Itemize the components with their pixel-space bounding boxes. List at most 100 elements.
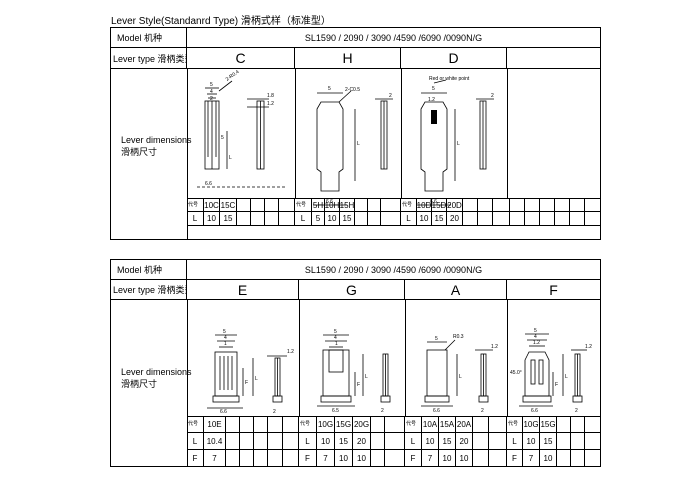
dim-d-3: L: [457, 141, 460, 147]
l-value: 20: [456, 433, 473, 450]
dim-f-6: F: [555, 382, 558, 388]
dim-g-5: L: [365, 374, 368, 380]
code-cell: 10D: [417, 199, 432, 212]
code-cell: 10G: [523, 417, 540, 433]
dim-c-8: 1.2: [267, 101, 274, 107]
row-l-label: L: [299, 433, 317, 450]
dim-g-7: 2: [381, 408, 384, 414]
dim-g-4: F: [357, 382, 360, 388]
lever-h-drawing: 5 2-C0.5 L 2 6.6: [313, 86, 393, 206]
dim-c-2: 4: [210, 89, 213, 95]
dim-a-1: 5: [435, 336, 438, 342]
row-l-label: L: [187, 212, 204, 226]
model-row: Model 机种 SL1590 / 2090 / 3090 /4590 /609…: [111, 260, 600, 280]
f-value: 10: [456, 450, 473, 467]
dim-e-7: 6.6: [220, 409, 227, 415]
code-cell: 10A: [422, 417, 439, 433]
f-value: 10: [353, 450, 371, 467]
dim-c-3: 2: [210, 96, 213, 102]
dim-c-5: 5: [221, 135, 224, 141]
l-value: 20: [447, 212, 463, 226]
lever-c-drawing: 5 4 2 2-R0.4 5 L 1.8 1.2 6.6: [197, 69, 287, 188]
type-e-header: E: [187, 280, 299, 299]
dim-h-1: 5: [328, 86, 331, 92]
corner-cell: 代号: [187, 417, 204, 433]
code-cell: 20D: [447, 199, 463, 212]
lever-f-drawing: 5 4 1.2 1.2 45.0° F L 6.6 2: [510, 328, 592, 414]
lever-d-drawing: Red or white point 5 1.2 L 2 6.6: [417, 76, 494, 206]
l-value: 10: [422, 433, 439, 450]
code-cell: 10G: [317, 417, 335, 433]
dim-d-4: 2: [491, 93, 494, 99]
dim-a-5: 6.6: [433, 408, 440, 414]
dim-c-7: 1.8: [267, 93, 274, 99]
code-cell: 15A: [439, 417, 456, 433]
model-label: Model 机种: [111, 28, 187, 47]
dim-c-1: 5: [210, 82, 213, 88]
dim-f-4: 1.2: [585, 344, 592, 350]
l-value: 5: [312, 212, 325, 226]
l-value: 10: [523, 433, 540, 450]
dim-f-5: 45.0°: [510, 370, 522, 376]
f-value: 7: [523, 450, 540, 467]
dim-a-3: 1.2: [491, 344, 498, 350]
code-cell: 15G: [540, 417, 557, 433]
model-value: SL1590 / 2090 / 3090 /4590 /6090 /0090N/…: [304, 264, 483, 275]
dim-c-6: L: [229, 155, 232, 161]
row-l-label: L: [401, 212, 417, 226]
l-value: 10: [317, 433, 335, 450]
dim-e-1: 5: [223, 329, 226, 335]
dim-h-3: L: [357, 141, 360, 147]
row-l-label: L: [295, 212, 312, 226]
dim-f-7: L: [565, 374, 568, 380]
lever-type-row: Lever type 滑柄类型 C H D: [111, 48, 600, 69]
code-cell: 15H: [340, 199, 355, 212]
code-cell: 15G: [335, 417, 353, 433]
type-f-header: F: [549, 281, 558, 298]
corner-cell: 代号: [401, 199, 417, 212]
dim-d-1: 5: [432, 86, 435, 92]
code-cell: 10E: [204, 417, 226, 433]
row-f-label: F: [405, 450, 422, 467]
dim-e-8: 2: [273, 409, 276, 415]
corner-cell: 代号: [187, 199, 204, 212]
lever-dimensions-label: Lever dimensions 滑柄尺寸: [121, 135, 192, 157]
dim-g-3: 1: [335, 341, 338, 347]
dim-d-2: 1.2: [428, 97, 435, 103]
lever-dimensions-label: Lever dimensions 滑柄尺寸: [121, 367, 192, 389]
type-c-header: C: [187, 48, 295, 68]
type-g-header: G: [299, 280, 405, 299]
f-value: 7: [422, 450, 439, 467]
document-title: Lever Style(Standanrd Type) 滑柄式样（标准型）: [111, 16, 331, 27]
dim-f-8: 6.6: [531, 408, 538, 414]
row-f-label: F: [507, 450, 523, 467]
l-value: 10: [417, 212, 432, 226]
lever-type-row: Lever type 滑柄类型 E G A F: [111, 280, 600, 300]
f-value: 10: [439, 450, 456, 467]
lever-table-1: Model 机种 SL1590 / 2090 / 3090 /4590 /609…: [110, 27, 601, 240]
code-grid-2: 代号 10E 代号 10G 15G 20G 代号 10A 15A 20A 代号 …: [187, 416, 600, 467]
lever-type-label: Lever type 滑柄类型: [111, 280, 187, 299]
code-cell: 10H: [325, 199, 340, 212]
dim-h-5: 6.6: [326, 199, 333, 205]
row-l-label: L: [405, 433, 422, 450]
dim-d-5: 6.6: [430, 199, 437, 205]
code-grid-1: 代号 10C 15C 代号 5H 10H 15H 代号 10D 15D 20D …: [187, 198, 600, 241]
dim-g-2: 4: [334, 335, 337, 341]
type-a-header: A: [405, 280, 507, 299]
corner-cell: 代号: [405, 417, 422, 433]
f-value: 10: [335, 450, 353, 467]
code-cell: 10C: [204, 199, 220, 212]
dim-g-6: 6.5: [332, 408, 339, 414]
code-cell: 5H: [312, 199, 325, 212]
l-value: 20: [353, 433, 371, 450]
code-cell: 20G: [353, 417, 371, 433]
l-value: 15: [439, 433, 456, 450]
f-value: 7: [317, 450, 335, 467]
model-value: SL1590 / 2090 / 3090 /4590 /6090 /0090N/…: [304, 32, 483, 43]
model-row: Model 机种 SL1590 / 2090 / 3090 /4590 /609…: [111, 28, 600, 48]
l-value: 10.4: [204, 433, 226, 450]
type-d-header: D: [401, 48, 507, 68]
dim-f-3: 1.2: [533, 340, 540, 346]
corner-cell: 代号: [299, 417, 317, 433]
